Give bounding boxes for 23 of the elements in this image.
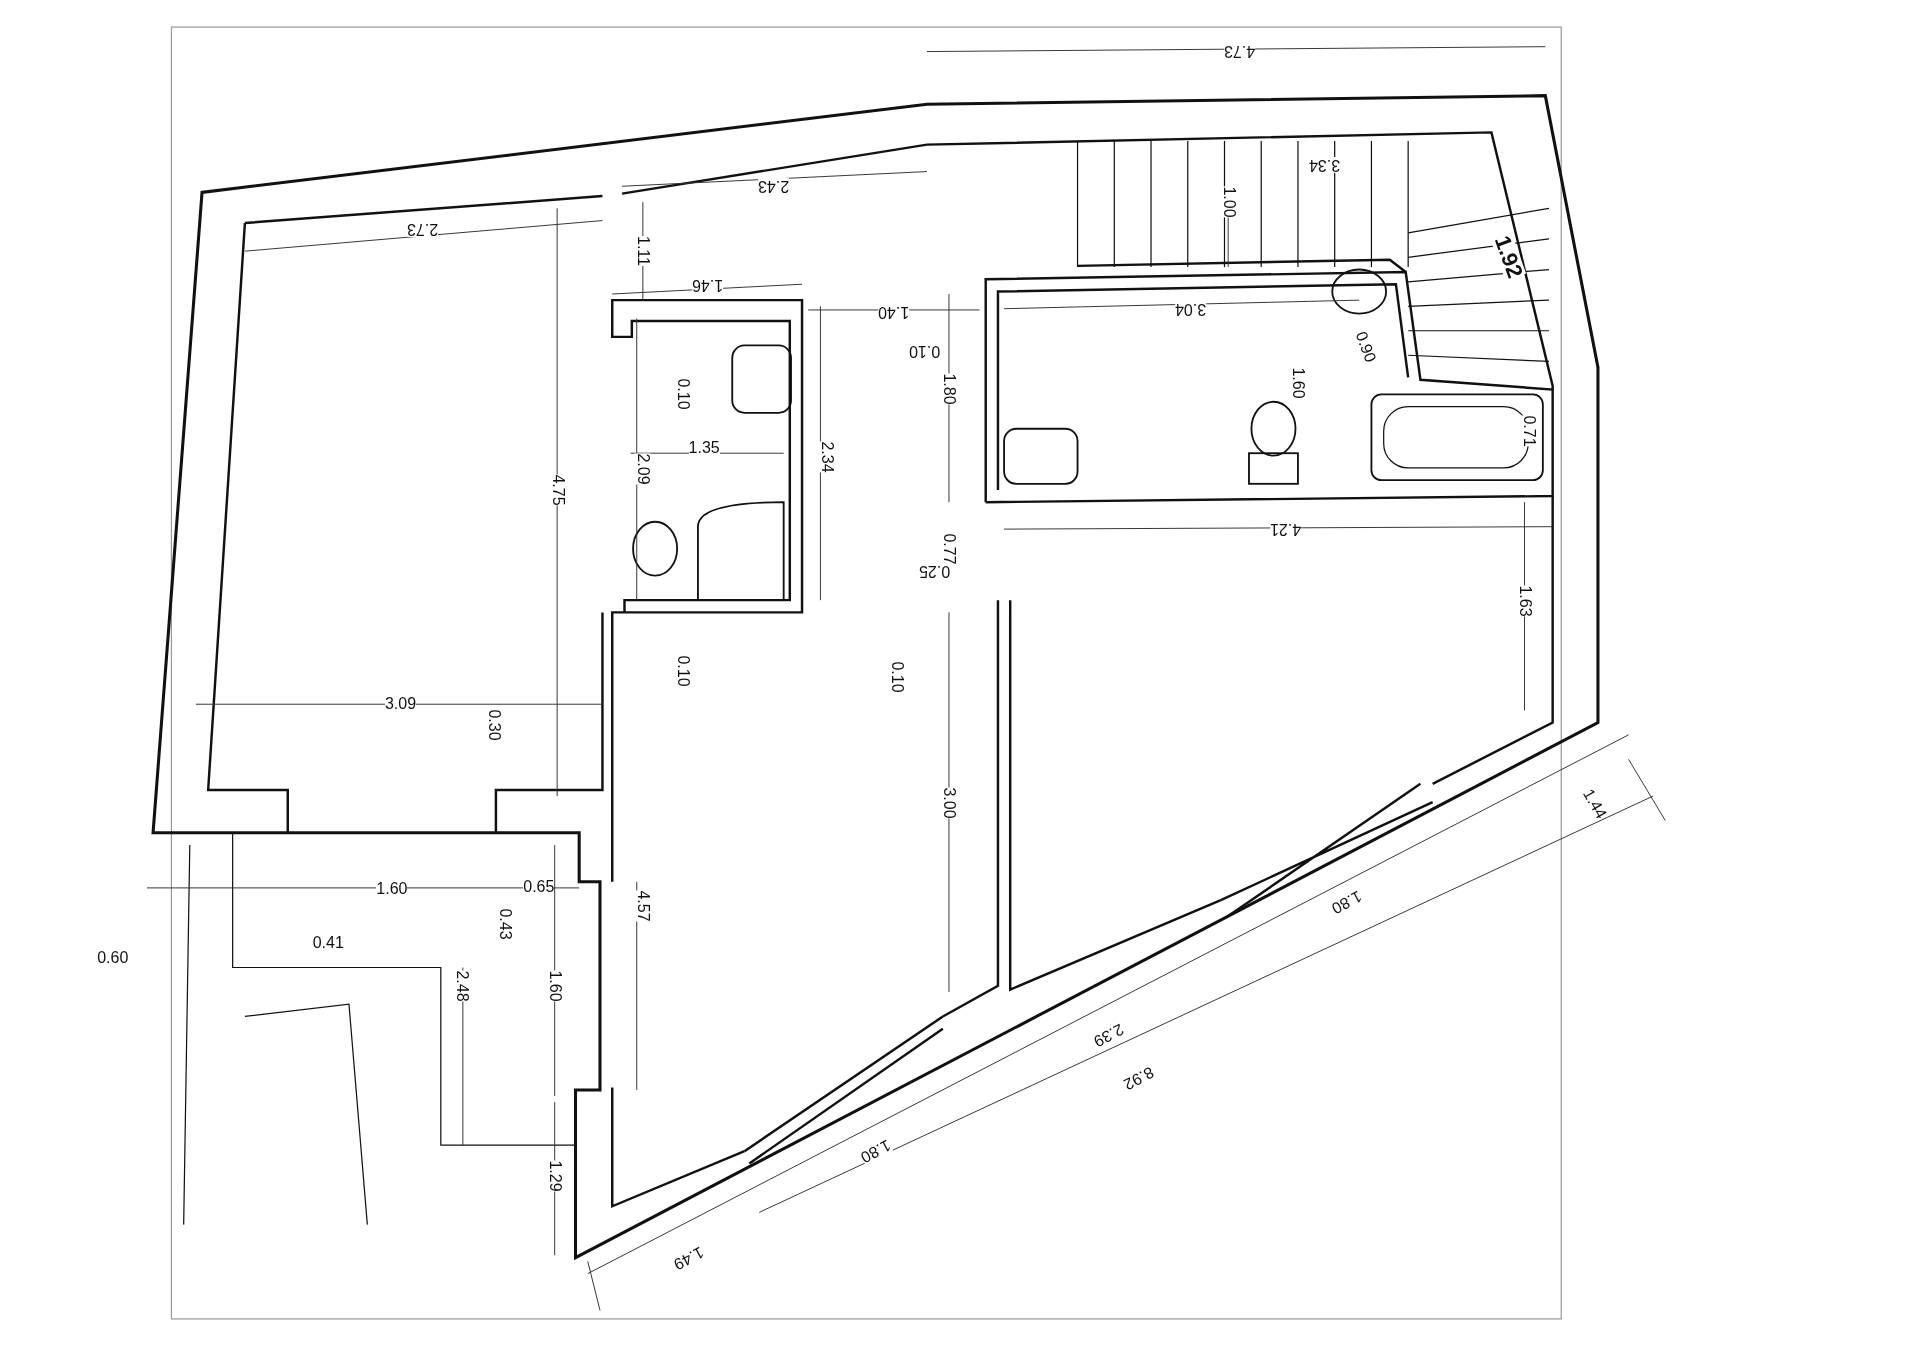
dimension-label: 0.77 bbox=[941, 533, 958, 565]
dimension-label: 0.10 bbox=[909, 343, 941, 360]
dimension-label: 3.00 bbox=[941, 787, 958, 819]
dimension-label: 3.04 bbox=[1174, 300, 1206, 317]
dimension-label: 4.57 bbox=[634, 890, 651, 922]
dimension-label: 1.60 bbox=[376, 880, 408, 897]
dimension-label: 0.71 bbox=[1520, 415, 1537, 447]
dimension-label: 1.92 bbox=[1490, 233, 1527, 282]
dimension-label: 0.65 bbox=[523, 878, 555, 895]
dimension-label: 1.00 bbox=[1220, 186, 1237, 218]
dimension-label: 0.60 bbox=[97, 949, 129, 966]
dimension-label: 1.60 bbox=[1290, 367, 1306, 399]
dimension-label: 1.40 bbox=[878, 304, 910, 321]
dimension-label: 1.80 bbox=[858, 1136, 894, 1166]
dimension-label: 2.34 bbox=[818, 441, 835, 473]
dimension-label: 1.80 bbox=[941, 373, 958, 405]
dimension-label: 2.43 bbox=[758, 178, 790, 195]
dimension-label: 1.46 bbox=[692, 277, 724, 294]
dimension-label: 4.73 bbox=[1223, 43, 1255, 60]
dimension-label: 0.41 bbox=[312, 934, 344, 951]
dimension-label: 2.09 bbox=[634, 453, 651, 485]
dimension-label: 3.34 bbox=[1309, 157, 1341, 174]
dimension-label: 1.35 bbox=[688, 440, 720, 457]
